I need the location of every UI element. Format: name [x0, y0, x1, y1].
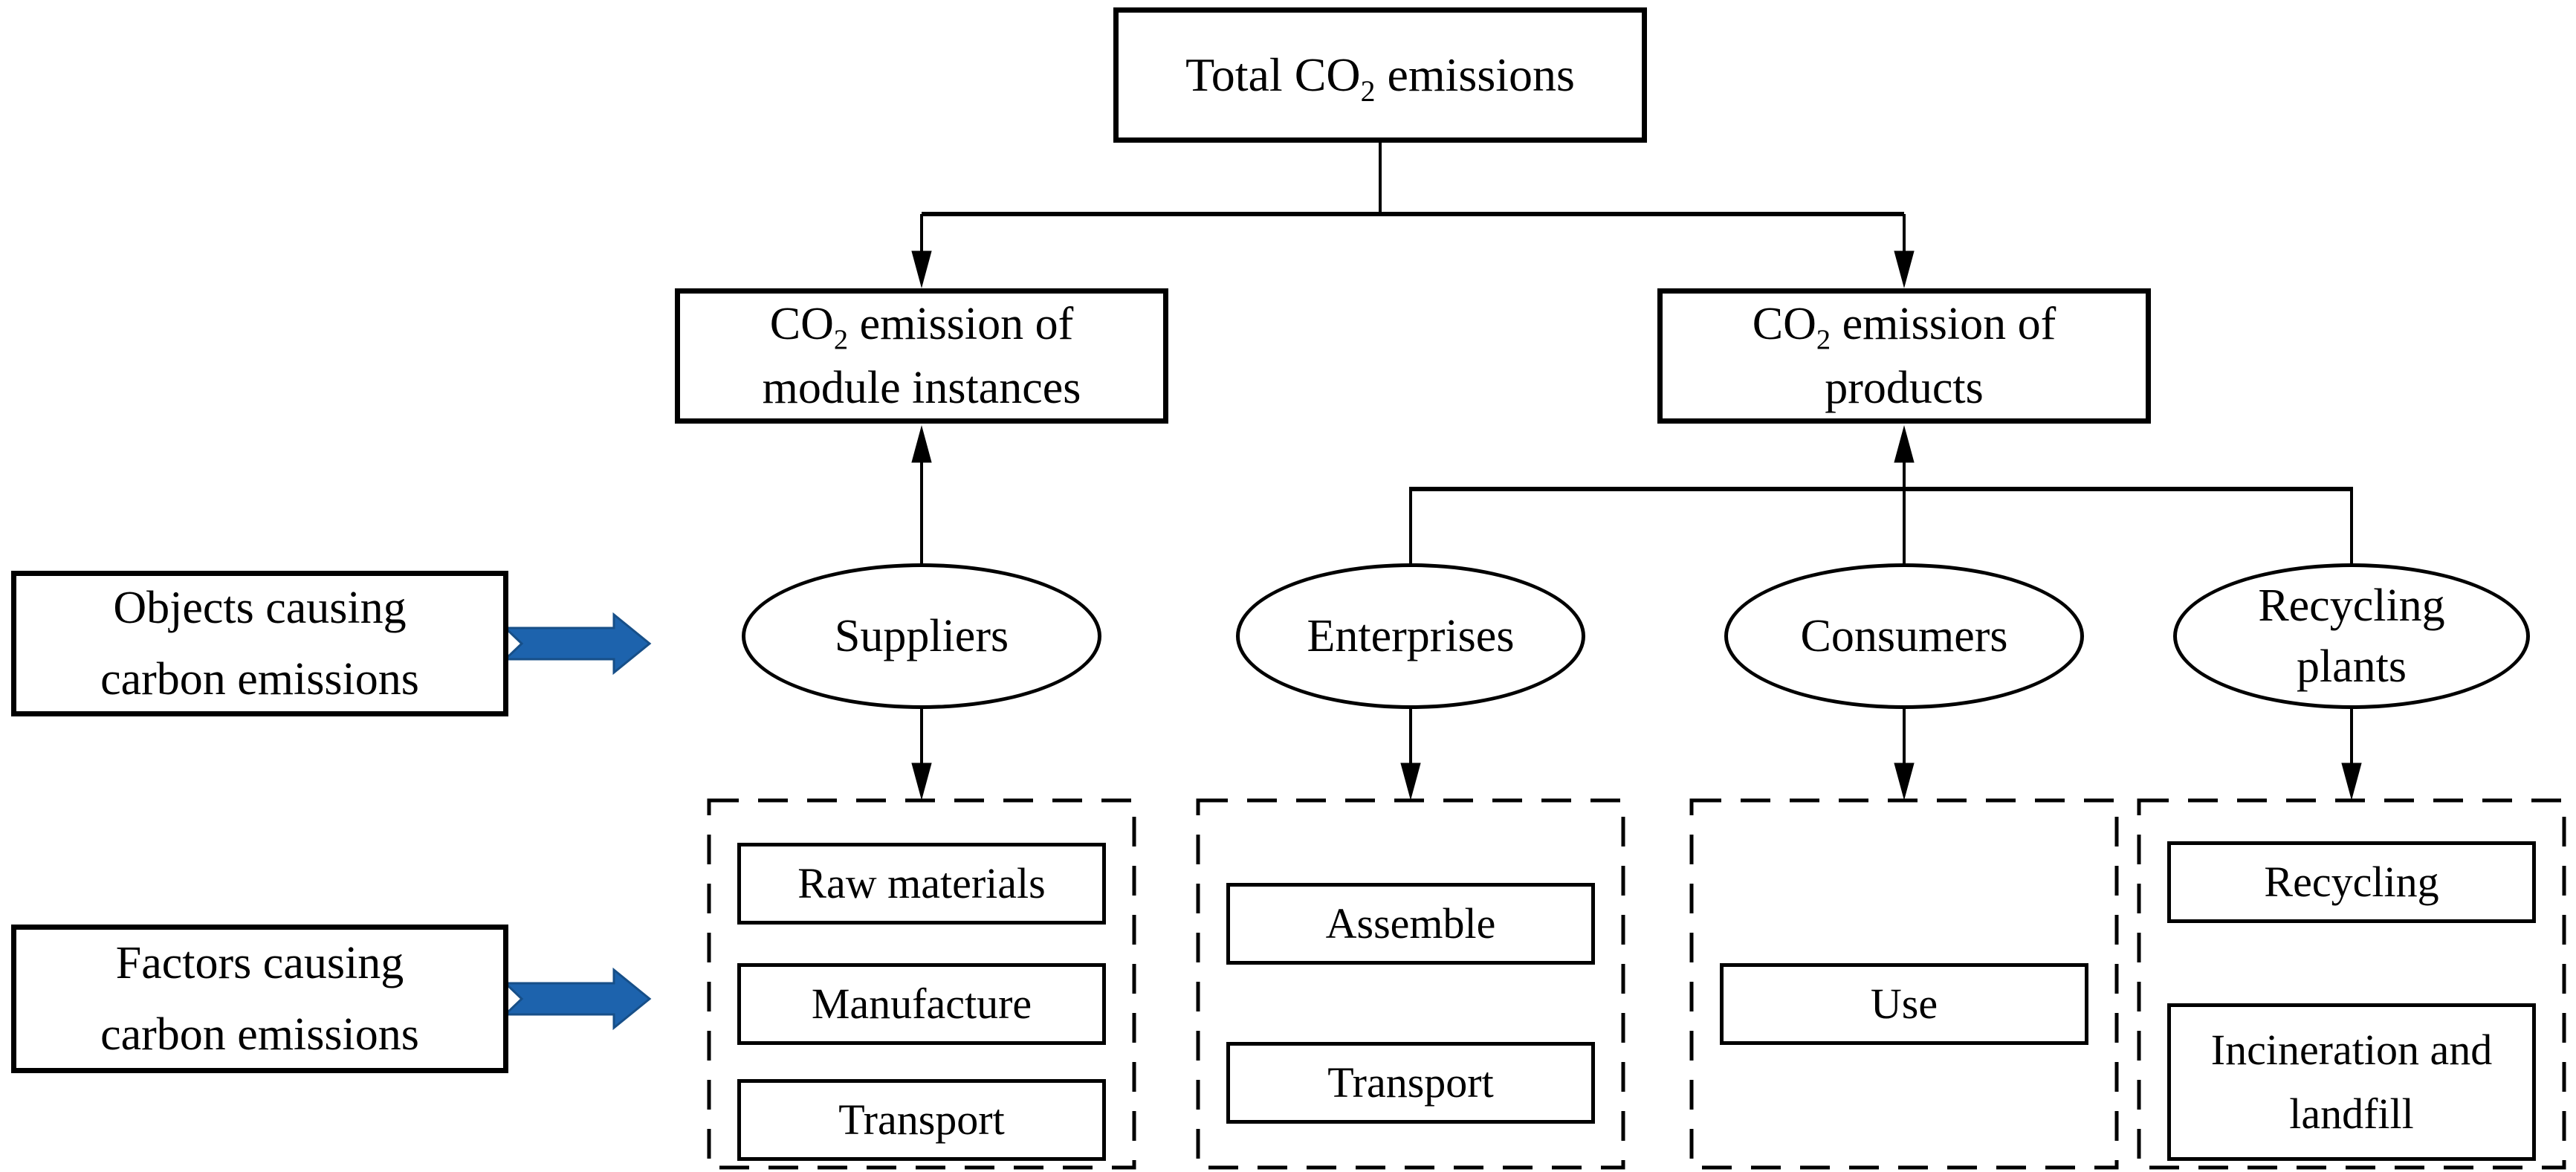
co2-emission-module-instances-box: CO2 emission of module instances [675, 288, 1168, 424]
connector-objects-to-products [1409, 425, 2353, 566]
right-block-arrow-icon [502, 967, 652, 1031]
use-box: Use [1720, 963, 2088, 1045]
recycling-label: Recycling [2264, 858, 2439, 906]
enterprises-label: Enterprises [1307, 611, 1515, 661]
total-co2-emissions-box: Total CO2 emissions [1113, 7, 1647, 143]
connector-suppliers-to-module-instances [911, 425, 932, 565]
arrowhead-down-icon [1894, 763, 1915, 800]
objects-label-line2: carbon emissions [100, 654, 419, 705]
transport-label: Transport [838, 1095, 1005, 1144]
dashed-frame-enterprises [1196, 798, 1625, 1170]
enterprises-ellipse: Enterprises [1236, 563, 1585, 709]
consumers-ellipse: Consumers [1724, 563, 2084, 709]
use-label: Use [1870, 980, 1938, 1028]
dashed-frame-suppliers [707, 798, 1136, 1170]
dashed-frame-recycling [2137, 798, 2566, 1170]
incineration-landfill-box: Incineration and landfill [2167, 1003, 2536, 1161]
suppliers-label: Suppliers [834, 611, 1009, 661]
consumers-label: Consumers [1800, 611, 2008, 661]
raw-materials-box: Raw materials [737, 843, 1106, 925]
recycling-plants-ellipse: Recycling plants [2173, 563, 2530, 709]
total-co2-emissions-label: Total CO2 emissions [1185, 48, 1575, 108]
factors-label-line2: carbon emissions [100, 1009, 419, 1060]
factors-causing-carbon-emissions-box: Factors causing carbon emissions [11, 925, 508, 1073]
connector-total-to-children [911, 143, 1915, 288]
assemble-label: Assemble [1325, 899, 1496, 948]
raw-materials-label: Raw materials [797, 859, 1046, 907]
connectors-objects-to-factor-groups [911, 708, 2362, 800]
factor-group-dashed-frames [707, 798, 2566, 1170]
right-block-arrow-icon [502, 612, 652, 676]
suppliers-ellipse: Suppliers [742, 563, 1101, 709]
arrowhead-down-icon [1400, 763, 1421, 800]
co2-emission-products-box: CO2 emission of products [1657, 288, 2151, 424]
products-label-line1: CO2 emission of [1752, 299, 2056, 356]
objects-causing-carbon-emissions-box: Objects causing carbon emissions [11, 571, 508, 716]
arrowhead-down-icon [911, 763, 932, 800]
arrowhead-down-icon [911, 250, 932, 288]
manufacture-label: Manufacture [811, 980, 1032, 1028]
dashed-frame-consumers [1689, 798, 2119, 1170]
objects-label-line1: Objects causing [113, 583, 407, 633]
transport-box-enterprises: Transport [1226, 1042, 1595, 1124]
recycling-box: Recycling [2167, 841, 2536, 923]
recycling-plants-label: Recycling plants [2258, 580, 2445, 692]
arrowhead-up-icon [1894, 425, 1915, 463]
module-instances-label-line2: module instances [762, 363, 1081, 413]
factors-label-line1: Factors causing [115, 938, 404, 988]
products-label-line2: products [1825, 363, 1984, 413]
transport-box-suppliers: Transport [737, 1079, 1106, 1161]
arrowhead-down-icon [2341, 763, 2362, 800]
assemble-box: Assemble [1226, 883, 1595, 965]
arrowhead-up-icon [911, 425, 932, 463]
manufacture-box: Manufacture [737, 963, 1106, 1045]
transport-label: Transport [1327, 1058, 1494, 1107]
incineration-landfill-label: Incineration and landfill [2210, 1026, 2493, 1138]
module-instances-label-line1: CO2 emission of [769, 299, 1074, 356]
arrowhead-down-icon [1894, 250, 1915, 288]
